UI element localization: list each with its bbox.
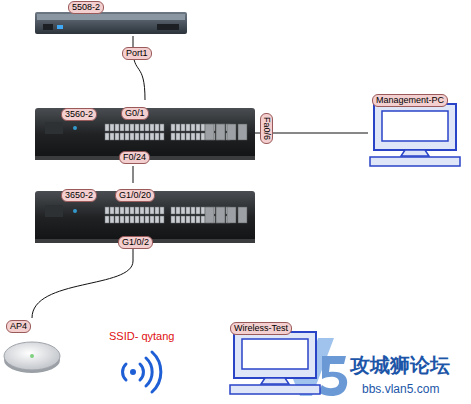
device-node: AP4 (2, 318, 62, 374)
port-label: Port1 (122, 47, 152, 60)
network-link (133, 36, 145, 100)
port-label: G1/0/20 (115, 189, 155, 202)
watermark-text: 攻城狮论坛 (350, 354, 450, 376)
port-label: F0/24 (119, 151, 150, 164)
device-name: AP4 (6, 320, 31, 333)
network-link (32, 249, 133, 318)
device-name: 3650-2 (61, 189, 97, 202)
device-name: Management-PC (372, 94, 448, 107)
wifi-symbol (123, 352, 161, 392)
port-label: G0/1 (121, 107, 149, 120)
device-node: Wireless-Test (228, 320, 322, 396)
device-name: 5508-2 (68, 1, 104, 14)
device-name: Wireless-Test (230, 322, 292, 335)
network-link (133, 166, 134, 183)
port-label: G1/0/2 (118, 236, 153, 249)
port-label: Fa0/6 (260, 113, 273, 144)
controller-image (35, 0, 187, 36)
watermark-url: bbs.vlan5.com (362, 382, 439, 396)
device-name: 3560-2 (61, 108, 97, 121)
ssid-label: SSID- qytang (109, 330, 174, 343)
device-node: 5508-2 (35, 0, 187, 36)
device-node: Management-PC (368, 92, 462, 168)
